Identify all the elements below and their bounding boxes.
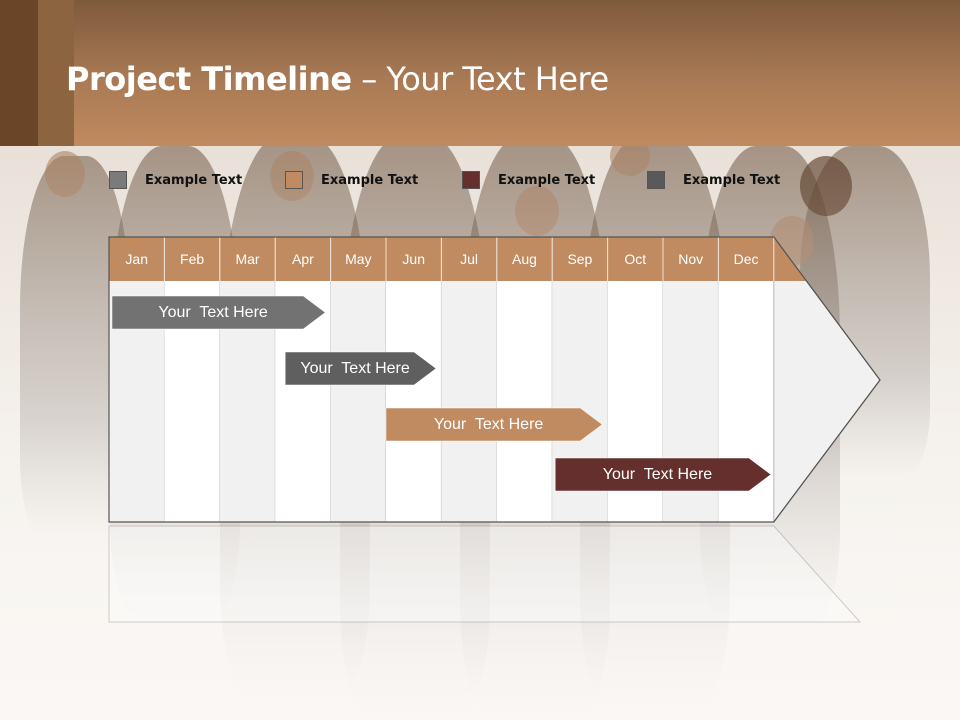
task-bar-label[interactable]: Your Text Here bbox=[602, 465, 713, 483]
legend-item: Example Text bbox=[462, 170, 595, 190]
slide-header: Project Timeline – Your Text Here bbox=[0, 0, 960, 146]
title-bold: Project Timeline bbox=[66, 60, 352, 98]
month-label-jul: Jul bbox=[460, 251, 478, 267]
legend-swatch bbox=[462, 171, 480, 189]
month-label-may: May bbox=[345, 251, 371, 267]
month-label-jun: Jun bbox=[402, 251, 425, 267]
timeline-arrow-outline bbox=[108, 236, 881, 523]
month-label-nov: Nov bbox=[678, 251, 703, 267]
legend-label: Example Text bbox=[321, 172, 419, 188]
legend-label: Example Text bbox=[498, 172, 596, 188]
task-bar[interactable] bbox=[385, 407, 603, 442]
timeline-reflection bbox=[108, 525, 862, 623]
month-label-oct: Oct bbox=[624, 251, 646, 267]
month-label-aug: Aug bbox=[512, 251, 537, 267]
month-label-sep: Sep bbox=[567, 251, 592, 267]
timeline-month-column bbox=[441, 281, 497, 522]
header-accent-stripe bbox=[38, 0, 74, 146]
month-label-dec: Dec bbox=[734, 251, 759, 267]
month-label-apr: Apr bbox=[292, 251, 314, 267]
legend-item: Example Text bbox=[109, 170, 242, 190]
legend-swatch bbox=[109, 171, 127, 189]
legend-label: Example Text bbox=[683, 172, 781, 188]
task-bar[interactable] bbox=[284, 351, 437, 386]
legend-item: Example Text bbox=[285, 170, 418, 190]
legend-swatch bbox=[285, 171, 303, 189]
timeline-header-band bbox=[109, 237, 808, 281]
header-accent-stripe bbox=[0, 0, 38, 146]
month-label-jan: Jan bbox=[125, 251, 148, 267]
timeline-month-column bbox=[496, 281, 553, 522]
legend-item: Example Text bbox=[647, 170, 780, 190]
task-bar-label[interactable]: Your Text Here bbox=[300, 359, 410, 377]
legend-swatch bbox=[647, 171, 665, 189]
timeline-month-column bbox=[330, 281, 386, 522]
month-label-mar: Mar bbox=[235, 251, 259, 267]
slide-title: Project Timeline – Your Text Here bbox=[66, 60, 609, 98]
task-bar-label[interactable]: Your Text Here bbox=[433, 415, 544, 433]
task-bar[interactable] bbox=[111, 295, 326, 330]
task-bar[interactable] bbox=[554, 457, 772, 492]
month-label-feb: Feb bbox=[180, 251, 204, 267]
title-rest: – Your Text Here bbox=[351, 60, 609, 98]
timeline-month-column bbox=[386, 281, 442, 522]
task-bar-label[interactable]: Your Text Here bbox=[158, 303, 268, 321]
legend-label: Example Text bbox=[145, 172, 243, 188]
